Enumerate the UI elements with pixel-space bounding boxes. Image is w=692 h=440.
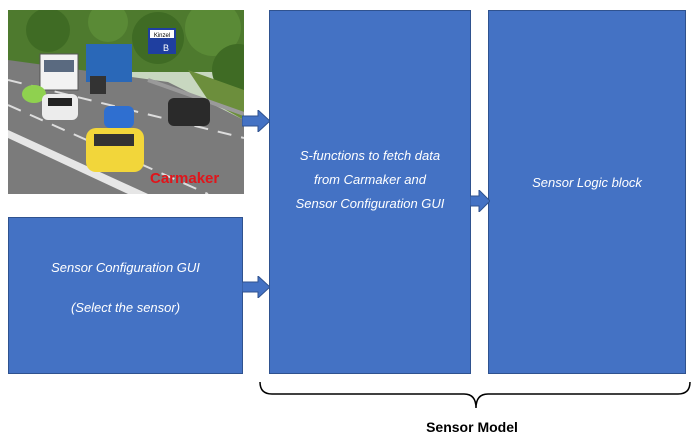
carmaker-label: Carmaker bbox=[150, 170, 220, 187]
arrow-gui-to-sfunctions bbox=[242, 276, 270, 298]
green-car bbox=[22, 85, 46, 103]
truck bbox=[86, 44, 132, 82]
sensor-model-label: Sensor Model bbox=[426, 419, 518, 435]
sensor-logic-block: Sensor Logic block bbox=[488, 10, 686, 374]
carmaker-scene-illustration: Kinzel B bbox=[8, 10, 244, 194]
s-functions-block: S-functions to fetch data from Carmaker … bbox=[269, 10, 471, 374]
s-functions-line-2: from Carmaker and bbox=[314, 172, 426, 187]
dark-car bbox=[168, 98, 210, 126]
s-functions-line-1: S-functions to fetch data bbox=[299, 148, 441, 163]
sensor-model-brace bbox=[259, 381, 691, 409]
white-car bbox=[42, 94, 78, 120]
road-sign-badge: B bbox=[163, 43, 169, 53]
road-sign-text: Kinzel bbox=[154, 33, 170, 39]
arrow-scene-to-sfunctions bbox=[242, 110, 270, 132]
carmaker-simulation-image: Kinzel B Carmaker bbox=[8, 10, 244, 194]
s-functions-line-3: Sensor Configuration GUI bbox=[295, 196, 445, 211]
sensor-config-gui-title: Sensor Configuration GUI bbox=[51, 260, 200, 275]
sensor-config-gui-subtitle: (Select the sensor) bbox=[70, 300, 181, 315]
sensor-logic-label: Sensor Logic block bbox=[532, 175, 642, 190]
sensor-configuration-gui-block: Sensor Configuration GUI (Select the sen… bbox=[8, 217, 243, 374]
arrow-sfunctions-to-logic bbox=[470, 190, 490, 212]
blue-car bbox=[104, 106, 134, 128]
